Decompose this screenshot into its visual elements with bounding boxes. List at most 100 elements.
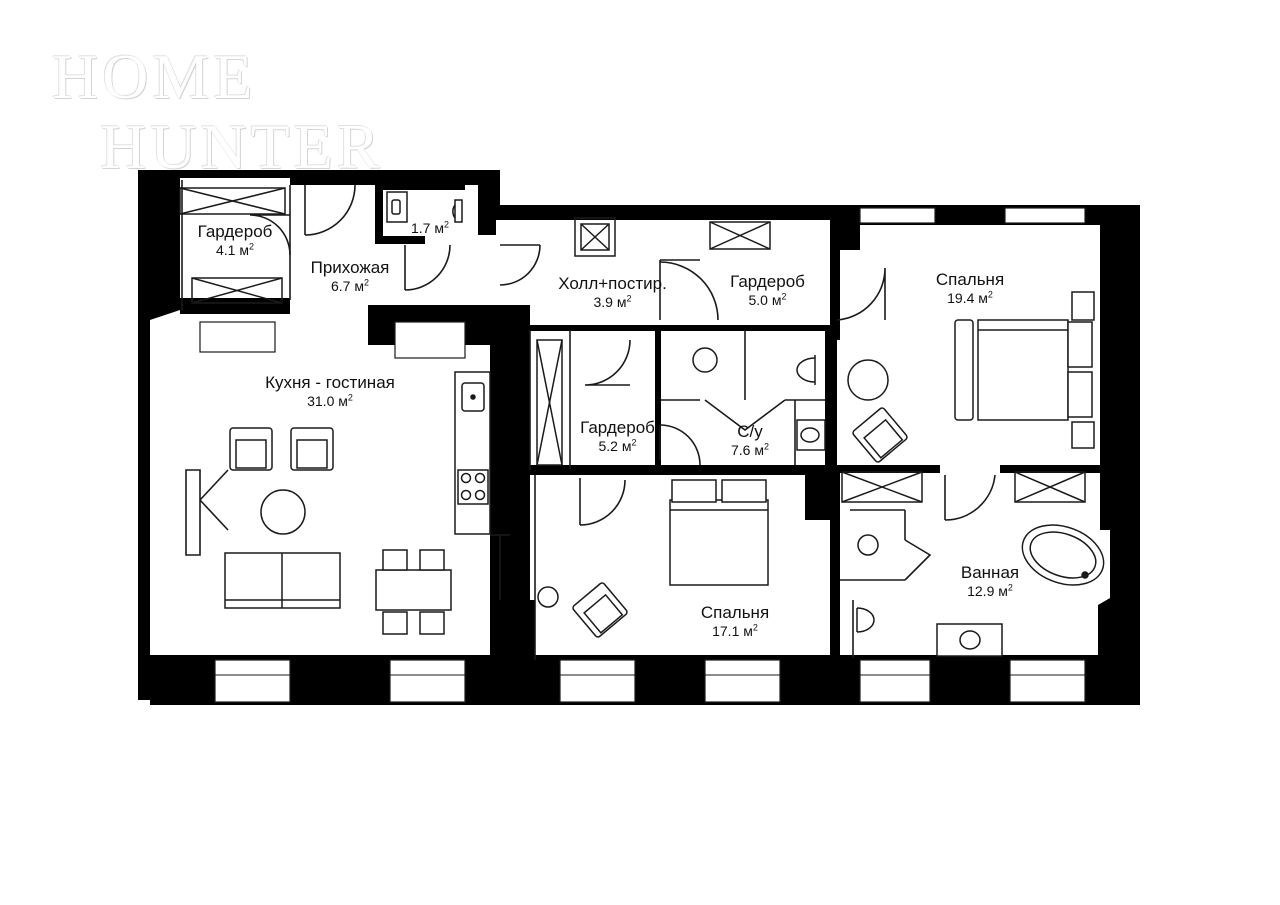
room-name: Гардероб [197,222,273,241]
toilet-bath [856,607,875,633]
cabinet-6 [1014,471,1086,503]
room-area: 5.0 м2 [748,290,787,308]
bed-1 [977,319,1093,421]
door-bedroom-1 [836,267,886,321]
dining-table [375,549,452,635]
room-label-wardrobe-1: Гардероб 4.1 м2 [180,222,290,258]
room-label-wardrobe-3: Гардероб 5.2 м2 [555,418,680,454]
room-label-hall-laundry: Холл+постир. 3.9 м2 [535,274,690,310]
door-wc-small [404,244,451,291]
outer-wall-top-main [485,205,1140,250]
room-name: Холл+постир. [558,274,667,293]
furniture [224,191,1105,657]
room-area: 6.7 м2 [331,276,369,294]
armchair-2 [290,427,334,471]
thin-partitions [181,180,906,660]
coffee-table [260,489,306,535]
door-wardrobe-3 [584,339,631,386]
wall-wc-vertical-left [655,325,661,470]
cabinet-3 [709,221,771,250]
door-bathroom [944,474,996,521]
armchair-1 [229,427,273,471]
wall-bedroom1-left [830,245,840,340]
room-area: 19.4 м2 [947,288,993,306]
wall-wc-block-top [375,182,465,190]
window-top-1 [859,207,936,224]
room-area: 12.9 м2 [967,581,1013,599]
room-name: Прихожая [310,258,390,277]
toilet-wc [796,355,816,385]
room-label-hallway: Прихожая 6.7 м2 [285,258,415,294]
door-entrance [304,184,356,236]
armchair-3 [852,407,908,463]
cabinet-5 [841,471,923,503]
wardrobe-cabinets [179,187,1086,503]
cabinet-1 [179,187,286,215]
wall-column-1 [465,655,530,705]
armchair-4 [572,582,628,638]
door-wardrobe-1 [249,214,291,256]
room-label-bedroom-2: Спальня 17.1 м2 [670,603,800,639]
room-area: 1.7 м2 [411,219,449,236]
room-area: 4.1 м2 [216,240,254,258]
bench [954,319,974,421]
window-2 [389,659,466,703]
bed-2 [669,479,769,586]
wall-bath-top-right [1000,465,1100,473]
room-label-toilet-small: 1.7 м2 [400,220,460,236]
wall-kitchen-right-lower [490,600,535,660]
wall-column-3 [930,655,1010,705]
windows [199,207,1086,703]
outer-wall-right [1090,205,1140,705]
door-kitchen-glass [185,469,229,556]
cabinet-vent [574,217,616,257]
window-4 [704,659,781,703]
wall-hall-lower-left [180,298,290,314]
door-bedroom-2 [579,478,626,526]
outer-wall-left-wing [138,170,295,700]
room-name: Гардероб [730,272,805,291]
window-hall-left [199,321,276,353]
door-bath-shower [904,539,932,581]
side-table-2 [537,586,559,608]
window-kitchen-top [394,321,466,359]
door-wardrobe-2-arc [659,261,719,321]
room-label-bathroom: Ванная 12.9 м2 [930,563,1050,599]
window-3 [559,659,636,703]
window-5 [859,659,931,703]
bathtub-inner [1029,531,1097,579]
window-1 [214,659,291,703]
side-table-1 [847,359,889,401]
wall-bath-left [830,470,840,660]
room-area: 17.1 м2 [712,621,758,639]
door-wc [704,399,786,431]
room-label-wardrobe-2: Гардероб 5.0 м2 [705,272,830,308]
room-area: 31.0 м2 [307,391,353,409]
nightstand-1 [1071,291,1095,321]
toilet-small [452,199,463,223]
wall-bath-top [830,465,940,473]
wall-wc-vertical-right [825,325,837,470]
room-area: 7.6 м2 [731,440,769,458]
doors [185,184,996,581]
room-name: Спальня [935,270,1005,289]
door-wardrobe-2 [659,259,700,320]
sofa [224,552,341,609]
room-name: С/у [737,422,763,441]
window-top-2 [1004,207,1086,224]
wall-wc-bottom [375,236,425,244]
wall-mid-horizontal-2 [660,465,830,475]
wall-kitchen-right [490,305,530,630]
wall-column-2 [780,655,860,705]
door-wardrobe-3b [659,424,701,466]
room-area: 5.2 м2 [598,436,637,454]
cabinet-4 [536,339,563,466]
wall-mid-horizontal [530,465,660,475]
room-name: Кухня - гостиная [265,373,395,392]
wall-wc-left [375,182,383,242]
wall-bath-block [530,325,830,331]
room-label-bathroom-wc: С/у 7.6 м2 [705,422,795,458]
room-name: Гардероб [580,418,655,437]
room-label-bedroom-1: Спальня 19.4 м2 [905,270,1035,306]
cabinet-2 [191,277,283,304]
